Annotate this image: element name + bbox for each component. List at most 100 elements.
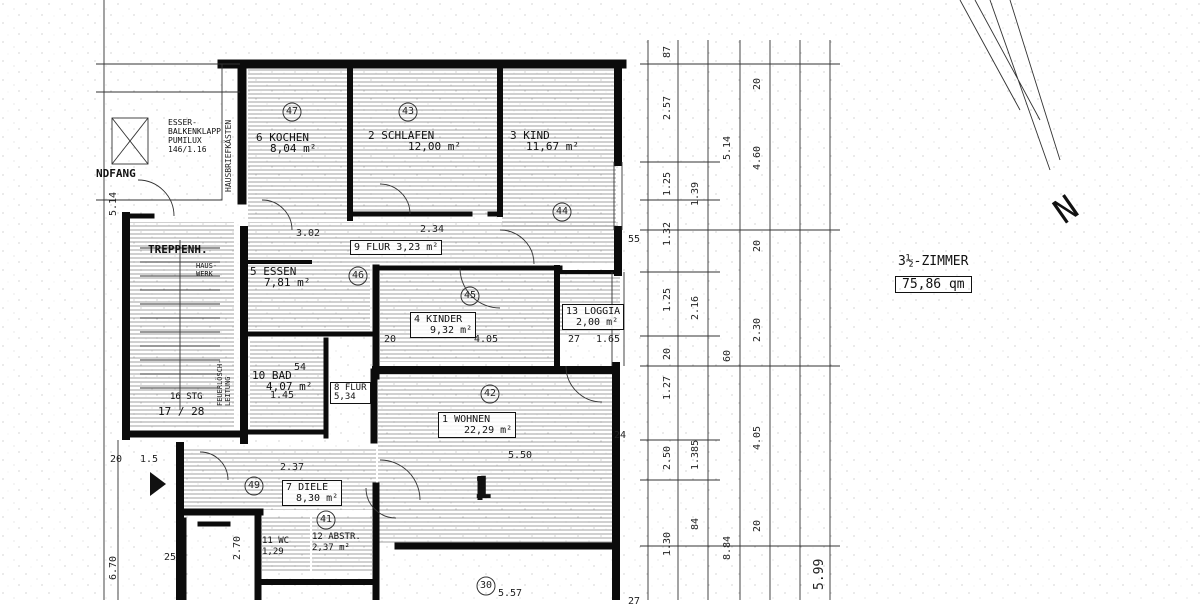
room-name-wohnen: WOHNEN xyxy=(454,414,491,425)
floor-kochen xyxy=(248,68,348,220)
room-label-wc: 11 WC 1,29 xyxy=(262,536,289,558)
dim-r1-2: 1.25 xyxy=(662,171,673,196)
dim-r1-3: 1.32 xyxy=(662,221,673,246)
total-area: 75,86 qm xyxy=(895,276,972,293)
room-area-schlafen: 12,00 m² xyxy=(408,140,461,153)
circle-num-45: 45 xyxy=(464,290,477,301)
dim-inner-8: 27 xyxy=(568,334,581,345)
dim-r3-5: 8.84 xyxy=(722,535,733,560)
dim-inner-12: 5.14 xyxy=(108,191,119,216)
dim-r1-7: 2.50 xyxy=(662,445,673,470)
room-no-9: 9 xyxy=(354,242,361,253)
label-windfang: NDFANG xyxy=(96,167,136,180)
floor-abstr xyxy=(312,516,372,572)
door-arc-loggia xyxy=(565,365,603,403)
circle-49 xyxy=(244,476,264,496)
room-name-kinder: KINDER xyxy=(426,314,463,325)
room-area-flur-9: 3,23 m² xyxy=(396,242,439,253)
label-hausbriefkaesten: HAUSBRIEFKÄSTEN xyxy=(224,119,233,192)
door-arc-entry xyxy=(199,451,229,481)
dim-r1-0: 87 xyxy=(662,45,673,58)
dim-inner-2: 4.05 xyxy=(474,334,499,345)
label-stair-ratio: 17 / 28 xyxy=(158,405,205,418)
room-no-1: 1 xyxy=(442,414,449,425)
room-no-8: 8 xyxy=(334,383,340,393)
room-area-kind: 11,67 m² xyxy=(526,140,579,153)
dim-inner-13: 6.70 xyxy=(108,555,119,580)
room-no-11: 11 xyxy=(262,536,273,546)
room-label-wohnen: 1 WOHNEN 22,29 m² xyxy=(438,412,517,438)
door-arc-kind xyxy=(499,229,535,265)
dim-r3-0: 5.14 xyxy=(722,135,733,160)
dim-line-left xyxy=(103,0,119,600)
circle-num-41: 41 xyxy=(320,514,333,525)
room-label-diele: 7 DIELE 8,30 m² xyxy=(282,480,343,506)
circle-num-49: 49 xyxy=(248,480,261,491)
windfang-box xyxy=(111,117,149,165)
dim-r3-4: 4.05 xyxy=(752,425,763,450)
room-no-5: 5 xyxy=(250,265,257,278)
label-feuerloesch: FEUERLÖSCH- LEITUNG xyxy=(216,359,232,406)
circle-num-30: 30 xyxy=(480,580,493,591)
dim-inner-9: 55 xyxy=(628,234,641,245)
circle-45 xyxy=(460,286,480,306)
circle-num-43: 43 xyxy=(402,106,415,117)
room-label-flur-9: 9 FLUR 3,23 m² xyxy=(350,240,443,255)
dim-inner-5: 2.37 xyxy=(280,462,305,473)
door-arc-kochen xyxy=(261,199,293,231)
room-area-bad: 4,07 m² xyxy=(266,380,313,393)
circle-44 xyxy=(552,202,572,222)
room-name-loggia: LOGGIA xyxy=(584,306,621,317)
room-label-flur-8: 8 FLUR 5,34 xyxy=(330,382,371,404)
north-arrow-lines xyxy=(959,0,1061,171)
room-label-essen: 5 ESSEN 7,81 m² xyxy=(250,266,310,288)
room-name-flur-9: FLUR xyxy=(366,242,391,253)
dim-r2-0: 1.39 xyxy=(690,181,701,206)
floor-schlafen xyxy=(352,68,498,216)
walls xyxy=(122,59,627,600)
dim-inner-1: 2.34 xyxy=(420,224,445,235)
dim-r1-4: 1.25 xyxy=(662,287,673,312)
room-label-kinder: 4 KINDER 9,32 m² xyxy=(410,312,477,338)
entry-arrow xyxy=(150,472,166,496)
room-area-wc: 1,29 xyxy=(262,547,284,557)
door-arc-schlafen xyxy=(379,183,411,215)
circle-num-47: 47 xyxy=(286,106,299,117)
dim-r1-6: 1.27 xyxy=(662,375,673,400)
dim-r4-2: 20 xyxy=(752,519,763,532)
floor-treppenhaus xyxy=(130,222,234,428)
dim-r2-2: 1.385 xyxy=(690,439,701,470)
room-no-10: 10 xyxy=(252,369,266,382)
windfang-cross xyxy=(111,117,149,165)
circle-30 xyxy=(476,576,496,596)
room-label-kochen: 6 KOCHEN 8,04 m² xyxy=(256,132,316,154)
room-no-4: 4 xyxy=(414,314,421,325)
position-number: 1 xyxy=(474,471,493,506)
dim-r3-3: 2.30 xyxy=(752,317,763,342)
dim-inner-11: 20 xyxy=(384,334,397,345)
dim-inner-3: 1.65 xyxy=(596,334,621,345)
window-right-kind xyxy=(613,162,623,230)
label-hauswerk: HAUS- WERK xyxy=(196,262,218,278)
room-area-wohnen: 22,29 m² xyxy=(464,425,513,436)
circle-47 xyxy=(282,102,302,122)
dim-r3-1: 4.60 xyxy=(752,145,763,170)
room-label-abstr: 12 ABSTR. 2,37 m² xyxy=(312,532,361,554)
dim-top-ruler xyxy=(96,63,240,93)
room-area-loggia: 2,00 m² xyxy=(576,317,619,328)
room-area-essen: 7,81 m² xyxy=(264,276,311,289)
door-arc-kinder xyxy=(459,267,501,309)
room-name-flur-8: FLUR xyxy=(344,383,367,393)
dim-inner-0: 3.02 xyxy=(296,228,321,239)
dim-r3-6: 5.99 xyxy=(812,558,827,590)
room-area-kochen: 8,04 m² xyxy=(270,142,317,155)
dim-inner-17: 2.70 xyxy=(232,535,243,560)
dim-inner-7: 54 xyxy=(294,362,307,373)
floor-diele xyxy=(180,448,376,510)
room-label-kind: 3 KIND 11,67 m² xyxy=(510,130,579,152)
dim-r2-3: 84 xyxy=(690,517,701,530)
dim-inner-10: 24 xyxy=(614,430,627,441)
circle-num-44: 44 xyxy=(556,206,569,217)
door-arc-diele xyxy=(365,487,397,519)
